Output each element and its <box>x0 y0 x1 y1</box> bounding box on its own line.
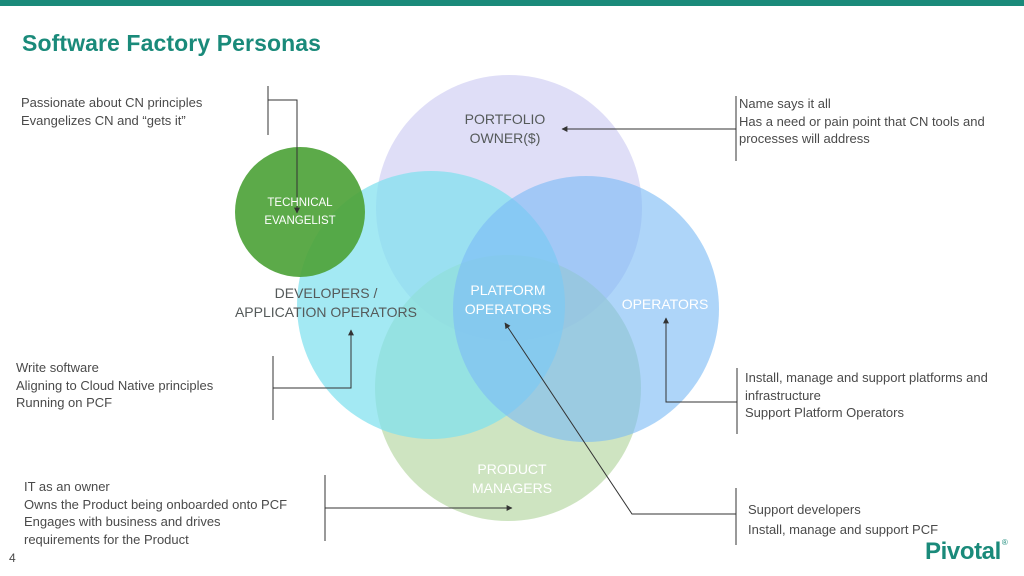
platform-operators-label: PLATFORM OPERATORS <box>453 281 563 319</box>
platform-callout-arrow <box>504 322 736 515</box>
top-accent-bar <box>0 0 1024 6</box>
product-note-line-1: IT as an owner <box>24 479 110 494</box>
product-note: IT as an owner Owns the Product being on… <box>24 478 287 548</box>
operators-note-line-3: Support Platform Operators <box>745 405 904 420</box>
portfolio-note-line-3: processes will address <box>739 131 870 146</box>
slide-title: Software Factory Personas <box>22 30 322 56</box>
callout-lines <box>267 86 738 545</box>
operators-circle <box>453 176 719 442</box>
platform-note: Support developers Install, manage and s… <box>748 500 938 540</box>
product-note-line-4: requirements for the Product <box>24 531 189 547</box>
technical-evangelist-circle <box>235 147 365 277</box>
technical-evangelist-label: TECHNICAL EVANGELIST <box>250 194 350 230</box>
technical-evangelist-label-line-2: EVANGELIST <box>264 215 336 227</box>
product-note-line-3: Engages with business and drives <box>24 514 221 529</box>
product-note-line-2: Owns the Product being onboarded onto PC… <box>24 496 288 512</box>
pivotal-logo: Pivotal® <box>925 538 1008 566</box>
operators-label: OPERATORS <box>610 295 720 314</box>
page-number: 4 <box>9 551 16 565</box>
developers-label-line-2: APPLICATION OPERATORS <box>234 304 418 320</box>
operators-note-line-1: Install, manage and support platforms an… <box>745 370 988 385</box>
evangelist-note: Passionate about CN principles Evangeliz… <box>21 94 202 129</box>
developers-note-line-3: Running on PCF <box>16 395 113 410</box>
pivotal-logo-text: Pivotal <box>925 538 1001 565</box>
platform-note-line-2: Install, manage and support PCF <box>748 522 939 537</box>
evangelist-note-line-1: Passionate about CN principles <box>21 95 203 110</box>
product-managers-label: PRODUCT MANAGERS <box>457 460 567 498</box>
developers-label: DEVELOPERS / APPLICATION OPERATORS <box>226 284 426 322</box>
operators-note-line-2: infrastructure <box>745 387 821 403</box>
platform-operators-label-line-1: PLATFORM <box>470 282 546 298</box>
portfolio-note-line-1: Name says it all <box>739 96 831 111</box>
portfolio-owner-label: PORTFOLIO OWNER($) <box>440 110 570 148</box>
platform-note-line-1: Support developers <box>748 502 861 517</box>
evangelist-note-line-2: Evangelizes CN and “gets it” <box>21 112 186 128</box>
portfolio-note-line-2: Has a need or pain point that CN tools a… <box>739 113 985 129</box>
portfolio-note: Name says it all Has a need or pain poin… <box>739 95 985 148</box>
developers-note-line-1: Write software <box>16 360 99 375</box>
evangelist-callout-arrow <box>268 99 300 214</box>
developers-callout-arrow <box>273 329 354 389</box>
portfolio-owner-label-line-1: PORTFOLIO <box>464 111 546 127</box>
developers-label-line-1: DEVELOPERS / <box>274 285 378 301</box>
operators-callout-arrow <box>663 317 737 403</box>
portfolio-owner-label-line-2: OWNER($) <box>469 130 541 146</box>
product-managers-label-line-2: MANAGERS <box>471 480 553 496</box>
operators-label-line-1: OPERATORS <box>621 296 709 312</box>
technical-evangelist-label-line-1: TECHNICAL <box>267 197 333 209</box>
operators-note: Install, manage and support platforms an… <box>745 369 988 422</box>
platform-operators-label-line-2: OPERATORS <box>464 301 552 317</box>
registered-mark-icon: ® <box>1001 538 1008 547</box>
developers-note-line-2: Aligning to Cloud Native principles <box>16 377 214 393</box>
product-managers-label-line-1: PRODUCT <box>477 461 547 477</box>
developers-note: Write software Aligning to Cloud Native … <box>16 359 213 412</box>
